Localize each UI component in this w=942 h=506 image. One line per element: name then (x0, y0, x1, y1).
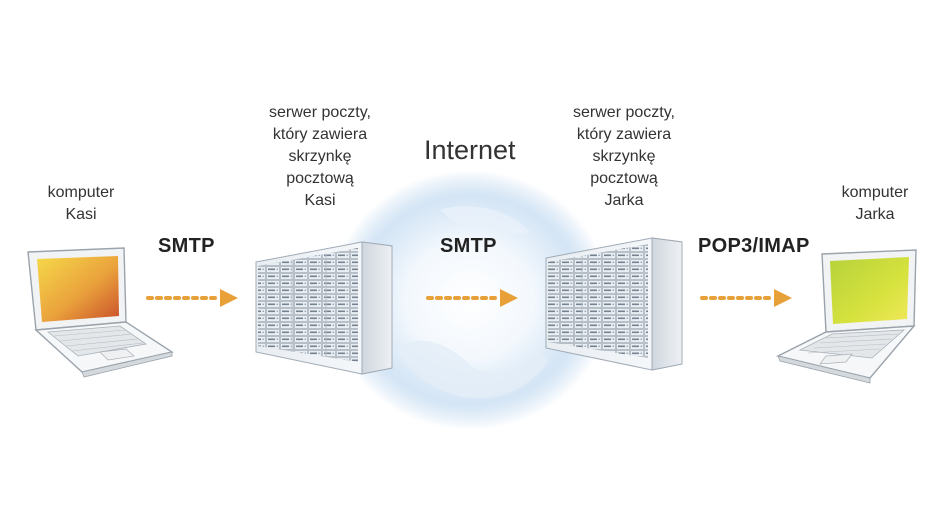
computer-right-line-1: komputer (841, 184, 909, 201)
server-right-line-2: który zawiera (576, 126, 672, 143)
server-right-icon (545, 237, 683, 371)
laptop-left-icon (27, 247, 174, 378)
arrow-middle-icon (426, 289, 518, 307)
server-right-line-1: serwer poczty, (573, 104, 675, 121)
protocol-middle-label: SMTP (440, 235, 497, 257)
laptop-right-icon (775, 249, 917, 384)
arrow-left-icon (146, 289, 238, 307)
globe-icon (330, 170, 610, 430)
computer-left-label: komputer Kasi (36, 182, 126, 226)
computer-left-line-1: komputer (47, 184, 115, 201)
internet-label: Internet (424, 135, 516, 165)
server-left-line-1: serwer poczty, (269, 104, 371, 121)
server-left-icon (255, 241, 393, 375)
server-right-line-5: Jarka (604, 192, 644, 209)
server-right-label: serwer poczty, który zawiera skrzynkę po… (554, 102, 694, 212)
computer-left-line-2: Kasi (65, 206, 97, 223)
server-left-line-4: pocztową (286, 170, 354, 187)
server-right-line-3: skrzynkę (592, 148, 656, 165)
computer-right-label: komputer Jarka (830, 182, 920, 226)
server-right-line-4: pocztową (590, 170, 658, 187)
arrow-right-icon (700, 289, 792, 307)
protocol-left-label: SMTP (158, 235, 215, 257)
server-left-label: serwer poczty, który zawiera skrzynkę po… (250, 102, 390, 212)
server-left-line-2: który zawiera (272, 126, 368, 143)
protocol-right-label: POP3/IMAP (698, 235, 810, 257)
server-left-line-3: skrzynkę (288, 148, 352, 165)
computer-right-line-2: Jarka (855, 206, 895, 223)
server-left-line-5: Kasi (304, 192, 336, 209)
